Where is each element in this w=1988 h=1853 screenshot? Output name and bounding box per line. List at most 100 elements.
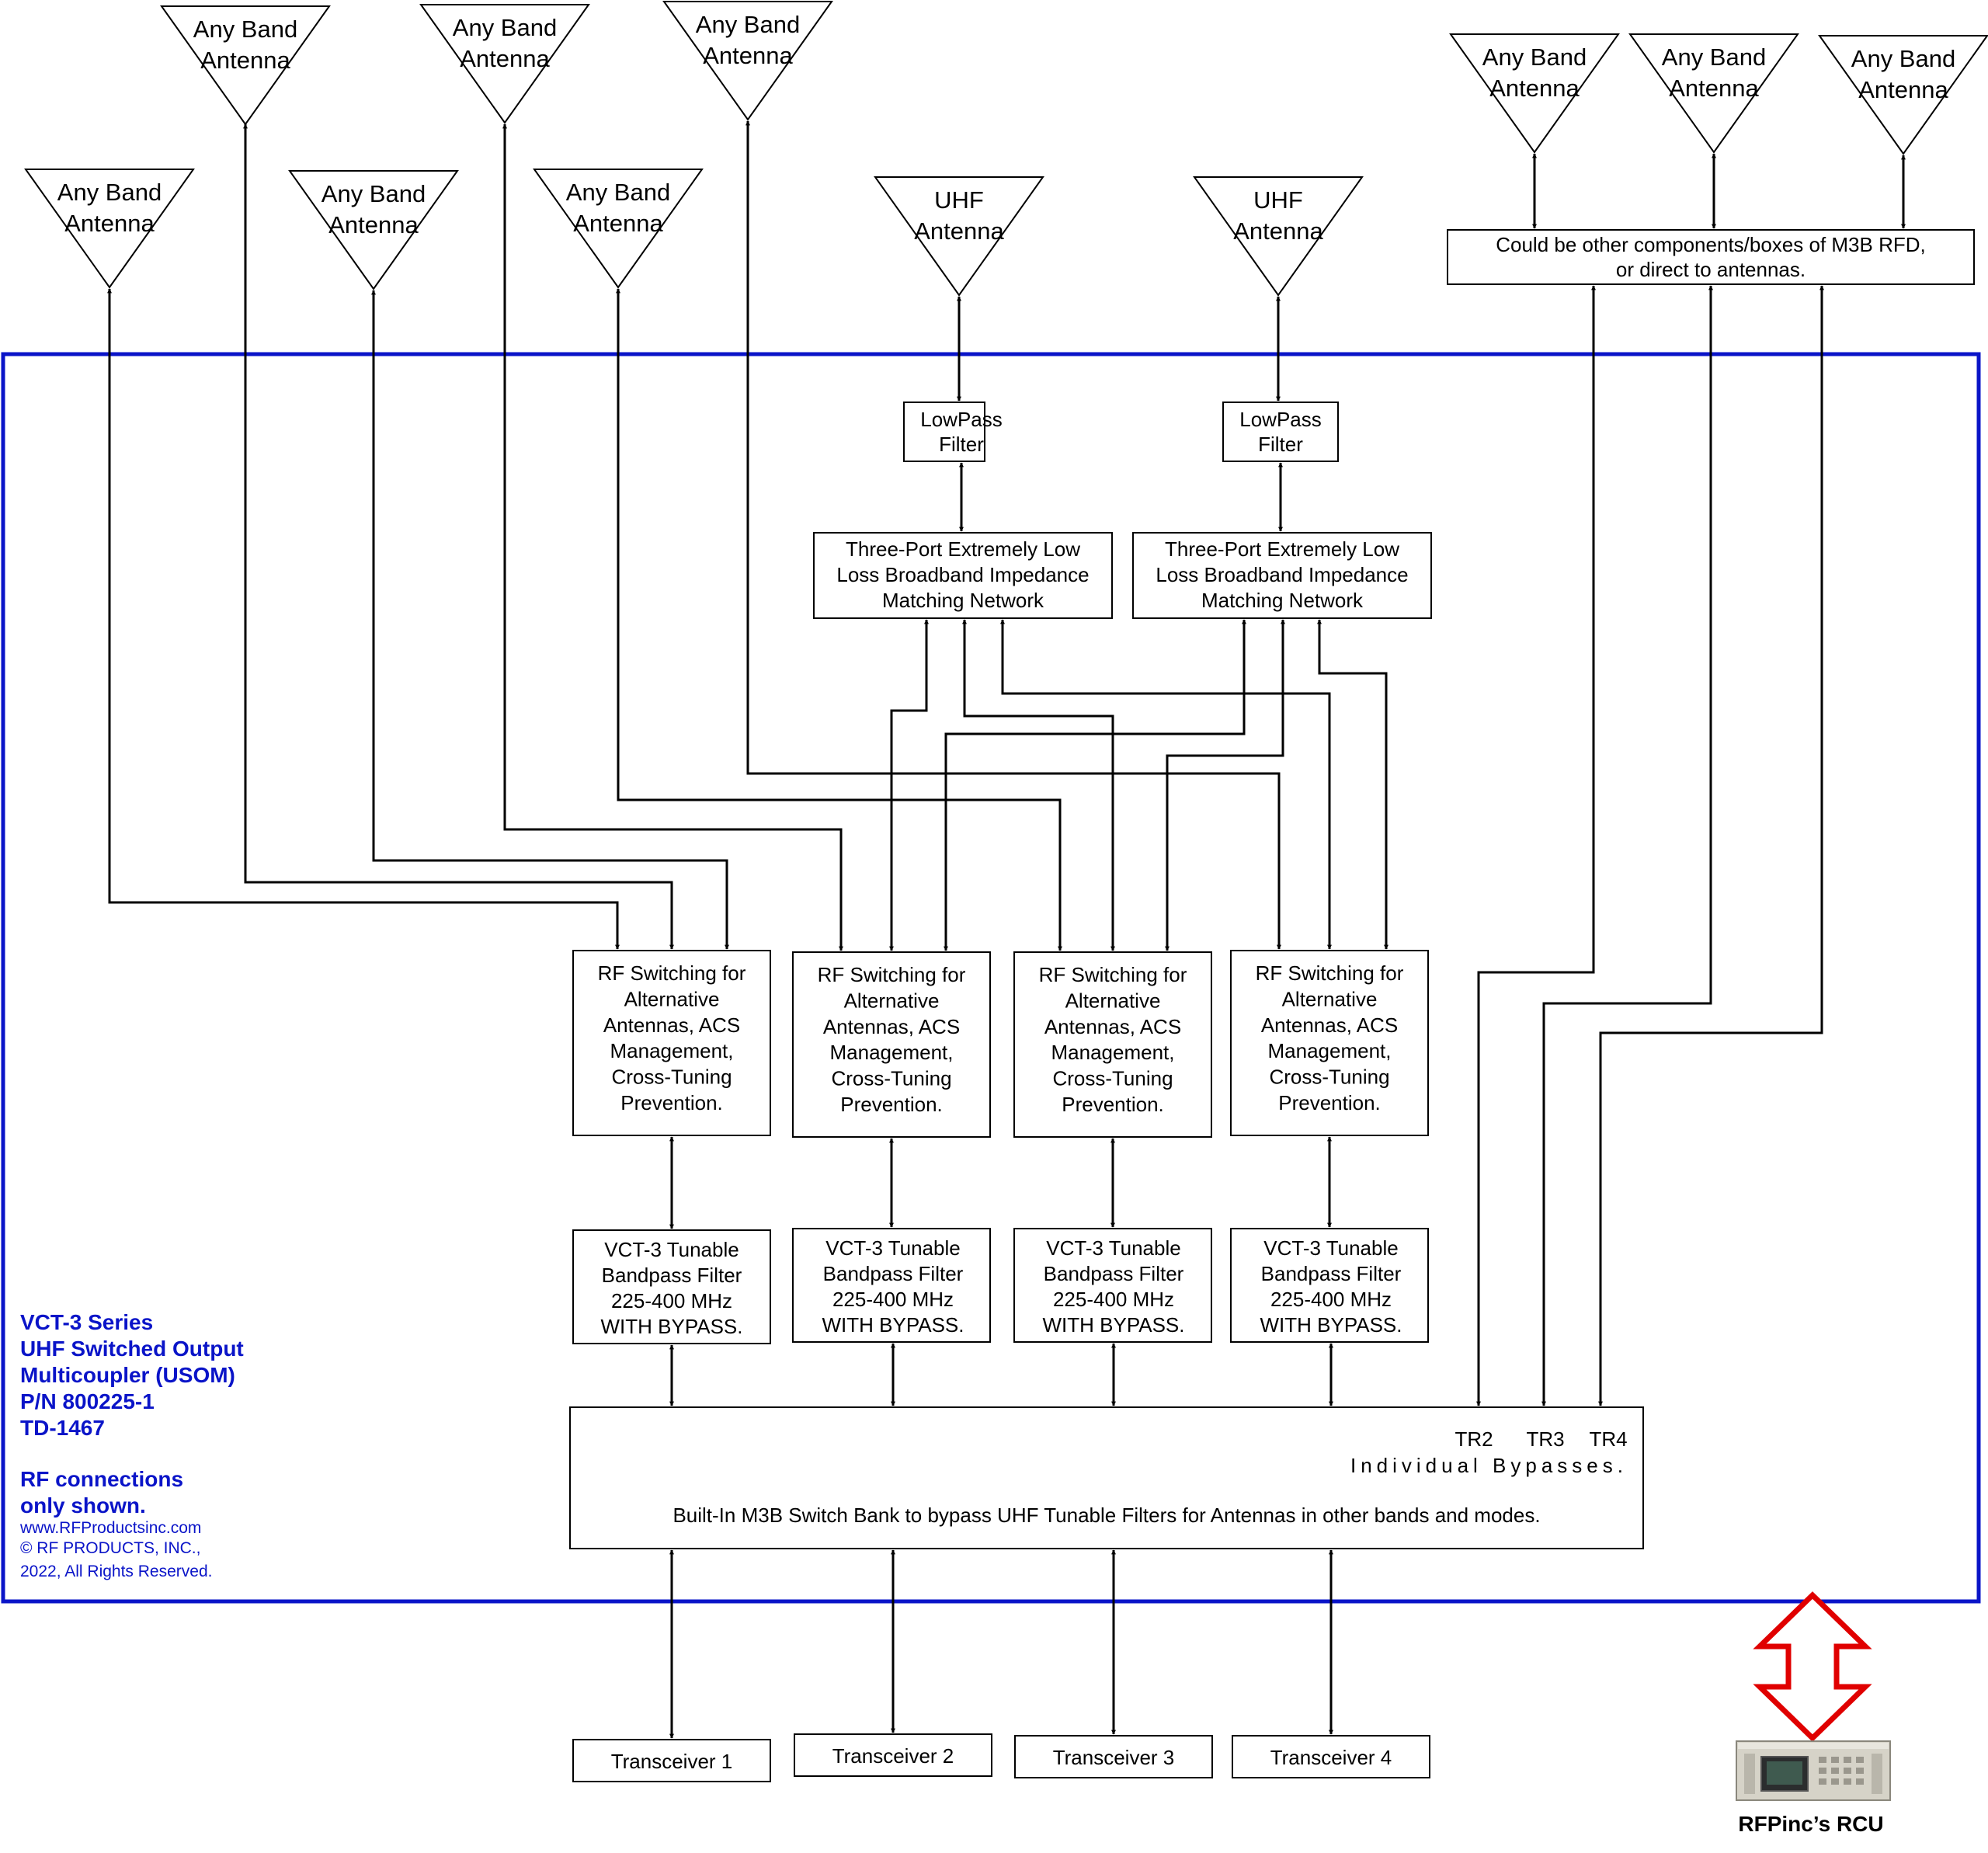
vct3-filter-1-line1: VCT-3 Tunable	[604, 1238, 739, 1261]
antenna-label-line1: Any Band	[1482, 43, 1587, 71]
antenna-label-line2: Antenna	[328, 211, 419, 238]
vct3-filter-2-line2: Bandpass Filter	[823, 1262, 964, 1285]
part-number: P/N 800225-1	[20, 1389, 155, 1413]
antenna-label-line2: Antenna	[914, 217, 1004, 245]
rf-switching-1-line4: Management,	[610, 1039, 734, 1062]
website: www.RFProductsinc.com	[19, 1519, 201, 1537]
rf-switching-2-line2: Alternative	[844, 989, 940, 1012]
tr4-label: TR4	[1589, 1427, 1627, 1451]
rf-switching-4-line1: RF Switching for	[1256, 961, 1404, 985]
antenna-label-line1: UHF	[1253, 186, 1303, 214]
rf-switching-3-line5: Cross-Tuning	[1052, 1067, 1173, 1090]
antenna-label-line1: Any Band	[321, 180, 426, 207]
antenna-label-line2: Antenna	[1858, 76, 1948, 103]
vct3-filter-1-line2: Bandpass Filter	[602, 1264, 742, 1287]
antenna-label-line2: Antenna	[64, 210, 155, 237]
vct3-filter-2-line4: WITH BYPASS.	[822, 1313, 964, 1337]
vct3-filter-4-line2: Bandpass Filter	[1261, 1262, 1402, 1285]
connector	[944, 619, 1246, 951]
connector	[1165, 619, 1285, 951]
antenna-label-line1: Any Band	[453, 14, 557, 41]
rcu-double-arrow	[1753, 1591, 1872, 1742]
antenna-label-line1: Any Band	[696, 11, 800, 38]
vct3-filter-2	[792, 1228, 991, 1343]
external-components-box	[1447, 229, 1975, 285]
rf-switching-1-line2: Alternative	[624, 987, 720, 1010]
rf-switching-4-line3: Antennas, ACS	[1261, 1013, 1398, 1037]
any-band-antenna-7	[1449, 33, 1620, 154]
any-band-antenna-9	[1818, 35, 1988, 155]
rights: 2022, All Rights Reserved.	[20, 1563, 212, 1580]
product-name-line2: Multicoupler (USOM)	[20, 1363, 235, 1387]
any-band-antenna-6	[662, 1, 833, 121]
vct3-filter-1	[572, 1229, 771, 1344]
vct3-filter-4-line4: WITH BYPASS.	[1260, 1313, 1402, 1337]
vct3-filter-1-line4: WITH BYPASS.	[601, 1315, 743, 1338]
matching-line2: Loss Broadband Impedance	[836, 563, 1089, 586]
lowpass-line1: LowPass	[920, 408, 1003, 431]
rf-switching-2-line3: Antennas, ACS	[823, 1015, 960, 1038]
connector	[371, 290, 729, 950]
lowpass-line2: Filter	[1258, 433, 1303, 456]
rf-switching-2	[792, 951, 991, 1138]
connector	[107, 288, 620, 950]
vct3-filter-4	[1230, 1228, 1429, 1343]
transceiver-1	[572, 1739, 771, 1782]
rf-switching-2-line5: Cross-Tuning	[831, 1067, 951, 1090]
rf-switching-2-line4: Management,	[830, 1041, 954, 1064]
vct3-filter-1-line3: 225-400 MHz	[611, 1289, 732, 1312]
switch-bank	[569, 1406, 1644, 1549]
rf-switching-3	[1013, 951, 1212, 1138]
antenna-label-line2: Antenna	[200, 47, 290, 74]
antenna-label-line1: Any Band	[1851, 45, 1955, 72]
rf-switching-1-line3: Antennas, ACS	[603, 1013, 740, 1037]
transceiver-3-label: Transceiver 3	[1053, 1746, 1175, 1769]
antenna-label-line2: Antenna	[703, 42, 793, 69]
rf-switching-3-line4: Management,	[1051, 1041, 1175, 1064]
transceiver-2-label: Transceiver 2	[832, 1744, 954, 1768]
antenna-label-line2: Antenna	[1669, 75, 1759, 102]
rf-switching-3-line6: Prevention.	[1062, 1093, 1164, 1116]
rf-switching-2-line1: RF Switching for	[818, 963, 966, 986]
vct3-filter-4-line3: 225-400 MHz	[1270, 1288, 1392, 1311]
connection-lines	[107, 120, 1906, 1739]
rf-switching-1-line6: Prevention.	[620, 1091, 723, 1114]
any-band-antenna-8	[1628, 33, 1799, 154]
note-line2: only shown.	[20, 1493, 146, 1518]
antenna-label-line2: Antenna	[1489, 75, 1580, 102]
product-info: VCT-3 Series UHF Switched Output Multico…	[19, 1310, 244, 1580]
rf-switching-4	[1230, 950, 1429, 1136]
connector	[1541, 285, 1713, 1406]
rf-switching-4-line4: Management,	[1268, 1039, 1392, 1062]
transceiver-3	[1014, 1735, 1213, 1778]
matching-line3: Matching Network	[1201, 589, 1364, 612]
external-box-line1: Could be other components/boxes of M3B R…	[1496, 233, 1926, 256]
antenna-label-line1: UHF	[934, 186, 984, 214]
rf-switching-4-line5: Cross-Tuning	[1269, 1066, 1389, 1089]
antenna-label-line1: Any Band	[1662, 43, 1766, 71]
matching-line2: Loss Broadband Impedance	[1156, 563, 1408, 586]
vct3-filter-3-line4: WITH BYPASS.	[1043, 1313, 1185, 1337]
external-box-line2: or direct to antennas.	[1616, 258, 1806, 281]
transceiver-4-label: Transceiver 4	[1270, 1746, 1392, 1769]
antenna-label-line2: Antenna	[460, 45, 550, 72]
matching-line1: Three-Port Extremely Low	[1165, 537, 1399, 561]
rf-switching-3-line1: RF Switching for	[1039, 963, 1187, 986]
rf-switching-2-line6: Prevention.	[840, 1093, 943, 1116]
connector	[502, 123, 843, 951]
rf-switching-1-line5: Cross-Tuning	[611, 1066, 732, 1089]
boxes	[569, 229, 1975, 1782]
connector	[616, 288, 1062, 951]
switch-bank-description: Built-In M3B Switch Bank to bypass UHF T…	[673, 1504, 1540, 1527]
connector	[889, 619, 929, 951]
matching-line1: Three-Port Extremely Low	[846, 537, 1080, 561]
vct3-filter-3-line3: 225-400 MHz	[1053, 1288, 1174, 1311]
bypasses-label: Individual Bypasses.	[1350, 1454, 1628, 1477]
connector	[1476, 285, 1596, 1406]
antenna-label-line1: Any Band	[193, 16, 297, 43]
product-name-line1: UHF Switched Output	[20, 1337, 244, 1361]
box-labels: Could be other components/boxes of M3B R…	[836, 233, 1925, 612]
